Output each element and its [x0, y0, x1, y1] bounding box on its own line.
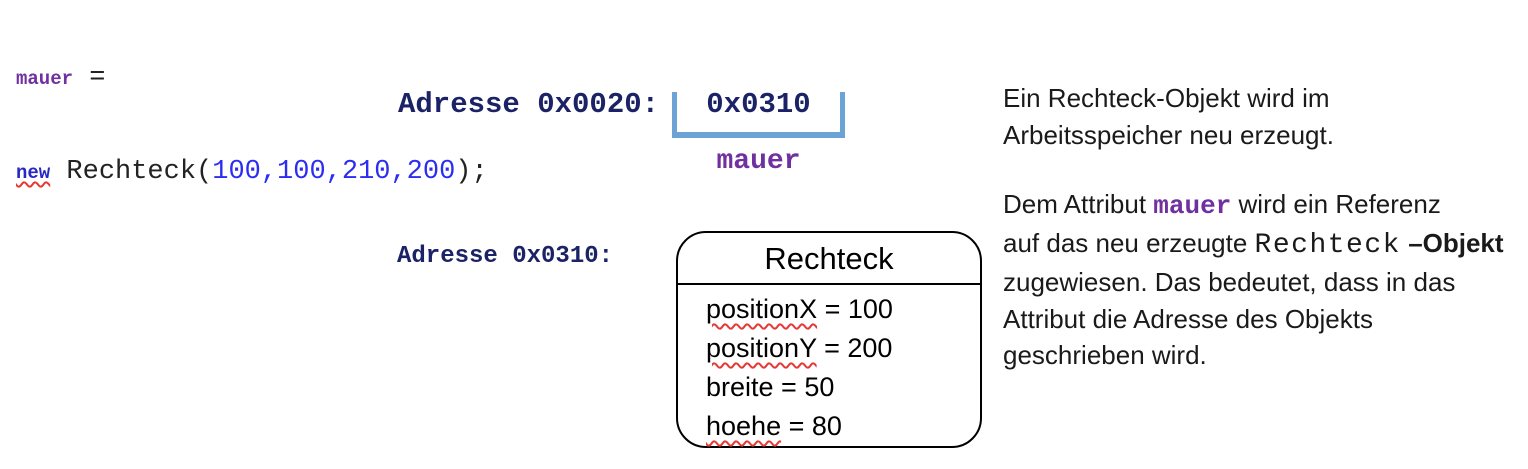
- attribute-row: positionY = 200: [706, 329, 980, 368]
- attribute-name: hoehe: [706, 411, 782, 441]
- text-segment-code-plain: Rechteck: [1254, 229, 1401, 261]
- object-class-name: Rechteck: [678, 233, 980, 285]
- text-segment-plain: );: [455, 157, 488, 187]
- attribute-value: = 200: [816, 333, 893, 363]
- memory-address-label-0x0020: Adresse 0x0020:: [398, 88, 660, 121]
- text-segment-code-purple: mauer: [1153, 191, 1232, 221]
- text-segment-plain: Ein Rechteck-Objekt wird im: [1003, 83, 1330, 113]
- annotation-paragraph-1: Ein Rechteck-Objekt wird im Arbeitsspeich…: [1003, 80, 1523, 153]
- text-segment-kw: new: [16, 162, 51, 184]
- memory-cell-value: 0x0310: [706, 88, 811, 121]
- memory-address-label-0x0310: Adresse 0x0310:: [397, 243, 614, 270]
- text-segment-plain: geschrieben wird.: [1003, 340, 1207, 370]
- attribute-row: breite = 50: [706, 368, 980, 407]
- attribute-row: positionX = 100: [706, 290, 980, 329]
- attribute-row: hoehe = 80: [706, 407, 980, 446]
- memory-cell-bracket: [672, 92, 845, 138]
- attribute-name: breite: [706, 372, 774, 402]
- annotation-text: Ein Rechteck-Objekt wird im Arbeitsspeich…: [1003, 80, 1523, 374]
- attribute-value: = 50: [773, 372, 835, 402]
- text-segment-num: 100,100,210,200: [212, 157, 456, 187]
- text-segment-plain: Dem Attribut: [1003, 189, 1154, 219]
- annotation-paragraph-2: Dem Attribut mauer wird ein Referenz auf …: [1003, 186, 1523, 374]
- text-segment-bold: –Objekt: [1408, 227, 1504, 258]
- attribute-value: = 80: [781, 411, 842, 441]
- text-segment-plain: =: [73, 63, 106, 93]
- attribute-name: positionX: [706, 294, 818, 324]
- code-line-2: new Rechteck(100,100,210,200);: [16, 157, 488, 189]
- text-segment-var: mauer: [16, 68, 74, 90]
- attribute-value: = 100: [817, 294, 893, 324]
- variable-name-label: mauer: [716, 146, 801, 177]
- text-segment-plain: zugewiesen. Das bedeutet, dass in das: [1003, 267, 1456, 297]
- text-segment-plain: Attribut die Adresse des Objekts: [1003, 303, 1373, 334]
- code-line-1: mauer =: [16, 63, 488, 95]
- text-segment-plain: auf das neu erzeugte: [1003, 227, 1255, 258]
- text-segment-plain: Arbeitsspeicher neu erzeugt.: [1003, 119, 1334, 150]
- text-segment-plain: wird ein Referenz: [1231, 189, 1441, 219]
- text-segment-plain: Rechteck(: [50, 157, 213, 187]
- attribute-name: positionY: [706, 333, 817, 363]
- code-snippet: mauer = new Rechteck(100,100,210,200);: [16, 1, 488, 220]
